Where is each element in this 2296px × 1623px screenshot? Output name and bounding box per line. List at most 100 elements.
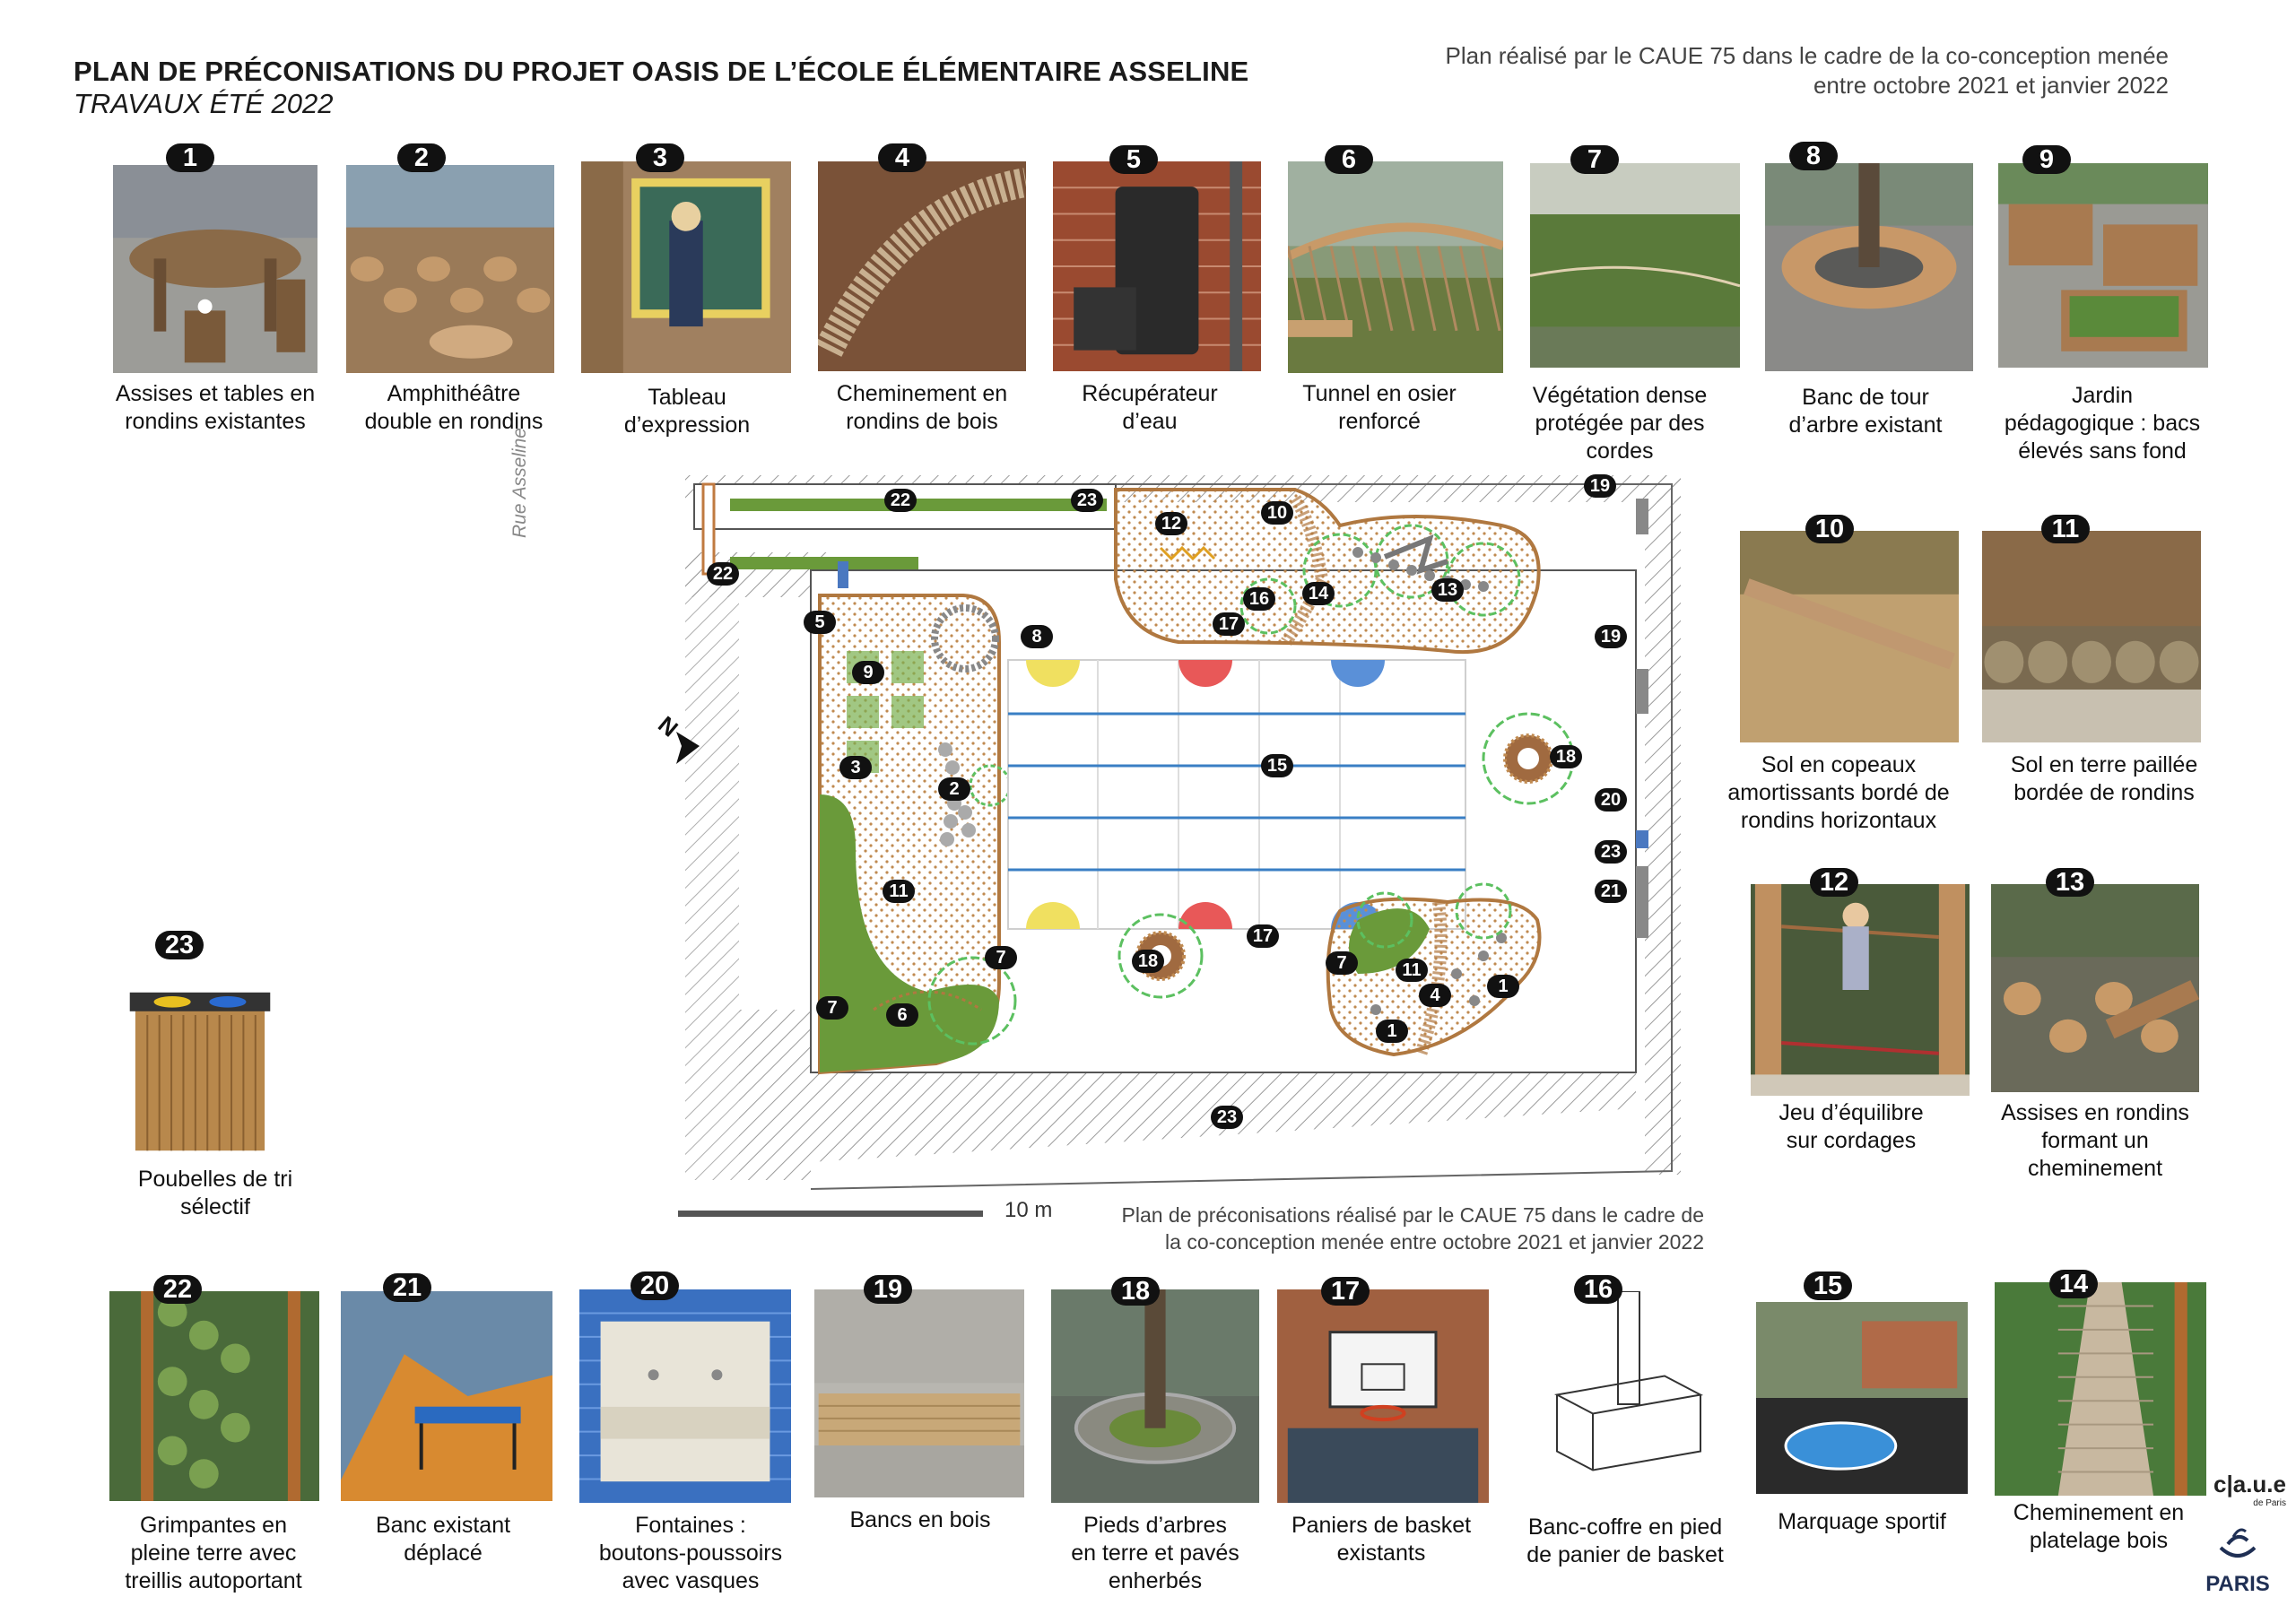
caption-line: rondins horizontaux [1740, 808, 1937, 833]
plan-marker: 18 [1132, 950, 1164, 973]
item-photo [1051, 1289, 1259, 1503]
plan-marker: 22 [884, 489, 917, 512]
plan-credit: Plan de préconisations réalisé par le CA… [1022, 1202, 1705, 1255]
item-number-badge: 9 [2022, 145, 2071, 174]
item-photo [1277, 1289, 1489, 1503]
plan-marker: 15 [1261, 754, 1293, 777]
plan-credit-line: la co-conception menée entre octobre 202… [1165, 1230, 1704, 1254]
caption-line: Bancs en bois [849, 1507, 991, 1532]
plan-marker: 23 [1071, 489, 1103, 512]
caption-line: d’arbre existant [1788, 412, 1943, 438]
plan-marker: 14 [1302, 582, 1335, 605]
item-photo [581, 161, 791, 373]
plan-marker: 8 [1021, 625, 1053, 648]
caption-line: Tableau [648, 385, 726, 410]
caption-line: enherbés [1108, 1568, 1203, 1593]
caption-line: double en rondins [364, 409, 544, 434]
plan-marker: 10 [1261, 501, 1293, 525]
item-number-badge: 20 [631, 1271, 679, 1300]
caption-line: Cheminement en [836, 381, 1008, 406]
plan-marker: 19 [1595, 625, 1627, 648]
plan-marker: 21 [1595, 880, 1627, 903]
caue-logo-text: c|a.u.e [2213, 1471, 2286, 1497]
plan-marker: 7 [1326, 951, 1358, 975]
caption-line: pédagogique : bacs [2004, 411, 2201, 436]
item-photo [579, 1289, 791, 1503]
item-number-badge: 10 [1805, 515, 1854, 543]
caption-line: Jardin [2071, 383, 2134, 408]
credit-line: entre octobre 2021 et janvier 2022 [1813, 72, 2169, 99]
plan-credit-line: Plan de préconisations réalisé par le CA… [1121, 1203, 1705, 1227]
caption-line: cordes [1586, 438, 1654, 464]
plan-marker: 9 [852, 661, 884, 684]
item-number-badge: 8 [1789, 142, 1838, 170]
caption-line: rondins de bois [846, 409, 998, 434]
caption-line: Grimpantes en [140, 1513, 287, 1538]
item-number-badge: 4 [878, 143, 926, 172]
caption-line: Banc-coffre en pied [1527, 1515, 1723, 1540]
item-photo [1995, 1282, 2206, 1496]
item-photo [1982, 531, 2201, 742]
paris-logo-text: PARIS [2205, 1572, 2270, 1596]
item-number-badge: 5 [1109, 145, 1158, 174]
scale-label: 10 m [1004, 1198, 1053, 1222]
caption-line: élevés sans fond [2018, 438, 2187, 464]
caption-line: platelage bois [2029, 1528, 2169, 1553]
item-photo [341, 1291, 552, 1501]
caption-line: Jeu d’équilibre [1779, 1100, 1924, 1125]
caption-line: protégée par des [1535, 411, 1705, 436]
caption-line: Banc existant [375, 1513, 511, 1538]
caption-line: pleine terre avec [130, 1541, 297, 1566]
item-photo [1756, 1302, 1968, 1494]
item-number-badge: 15 [1804, 1271, 1852, 1300]
plan-marker: 16 [1243, 587, 1275, 611]
caption-line: Assises et tables en [115, 381, 316, 406]
caption-line: Banc de tour [1802, 385, 1929, 410]
item-photo [346, 165, 554, 373]
item-number-badge: 19 [864, 1275, 912, 1304]
plan-marker: 11 [1396, 959, 1428, 982]
item-photo [1053, 161, 1261, 371]
caption-line: Fontaines : [635, 1513, 746, 1538]
item-photo [1530, 163, 1740, 368]
caption-line: de panier de basket [1526, 1542, 1724, 1567]
plan-marker: 12 [1155, 512, 1187, 535]
plan-marker: 1 [1376, 1020, 1408, 1043]
caption-line: en terre et pavés [1071, 1541, 1239, 1566]
caption-line: Marquage sportif [1778, 1509, 1946, 1534]
caue-logo-sub: de Paris [2253, 1498, 2286, 1508]
caption-line: Poubelles de tri [137, 1167, 293, 1192]
item-number-badge: 17 [1321, 1277, 1370, 1306]
caption-line: Sol en terre paillée [2010, 752, 2198, 777]
paris-logo: PARIS [2197, 1524, 2278, 1614]
item-number-badge: 21 [383, 1273, 431, 1302]
item-photo [1740, 531, 1959, 742]
street-label: Rue Asseline [509, 428, 530, 538]
plan-marker: 1 [1487, 975, 1519, 998]
header-credit: Plan réalisé par le CAUE 75 dans le cadr… [1182, 41, 2169, 100]
item-number-badge: 12 [1810, 868, 1858, 897]
item-number-badge: 1 [166, 143, 214, 172]
site-plan: N [551, 472, 1699, 1198]
scale-bar [678, 1211, 983, 1217]
item-photo [108, 977, 292, 1166]
caption-line: cheminement [2027, 1156, 2163, 1181]
caption-line: Récupérateur [1082, 381, 1218, 406]
item-number-badge: 18 [1111, 1277, 1160, 1306]
caption-line: déplacé [404, 1541, 483, 1566]
plan-marker: 22 [707, 562, 739, 586]
caption-line: Pieds d’arbres [1083, 1513, 1227, 1538]
item-photo [1288, 161, 1503, 373]
plan-marker: 17 [1213, 612, 1245, 636]
